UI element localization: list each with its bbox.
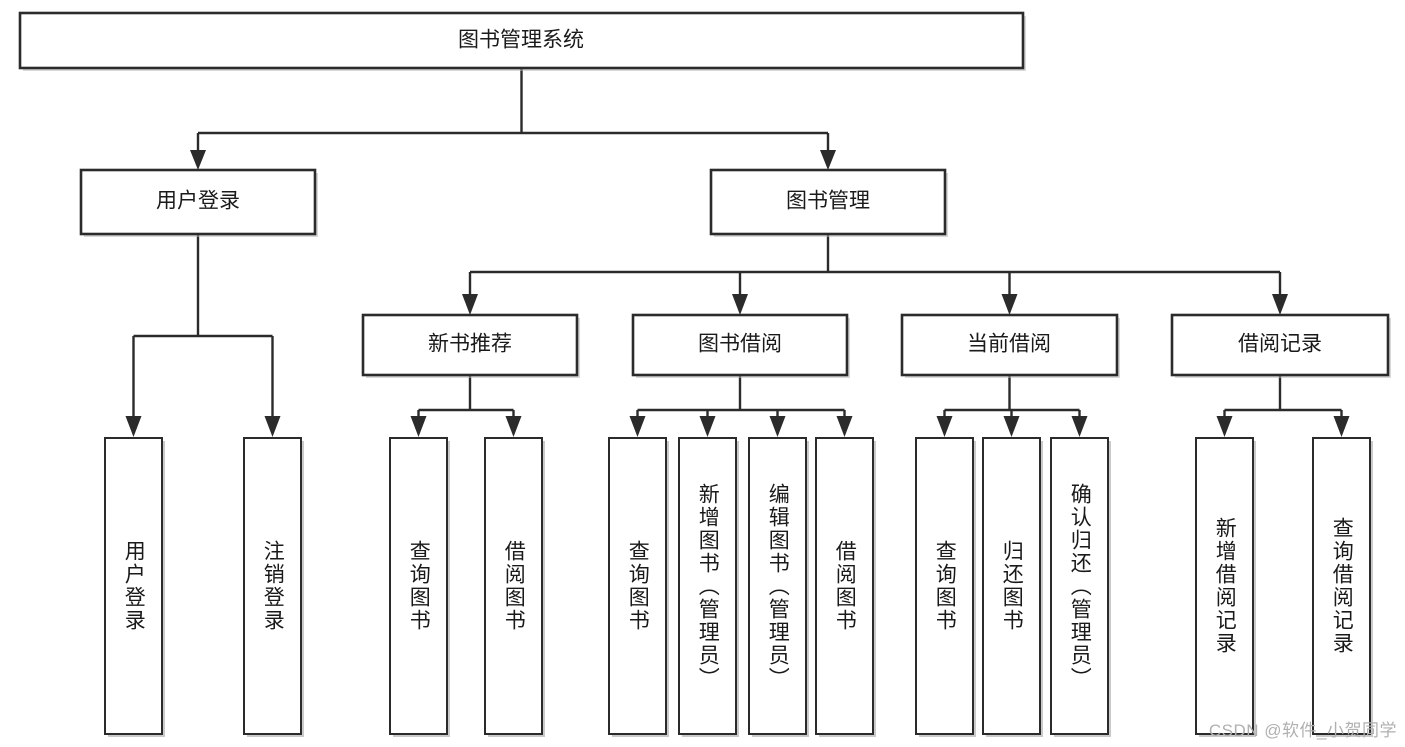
arrow-to-leaf-confirm-return	[1071, 416, 1088, 437]
node-user-login[interactable]: 用户登录	[79, 168, 318, 237]
arrow-to-leaf-edit-book	[769, 416, 786, 437]
node-leaf-confirm-return[interactable]: 确认归还（管理员）	[1050, 437, 1109, 735]
node-book-borrow-rect[interactable]	[631, 313, 849, 377]
node-leaf-borrow-book-1-label: 借阅图书	[502, 540, 526, 632]
arrow-to-new-book-rec	[462, 294, 478, 315]
node-current-borrow[interactable]: 当前借阅	[900, 313, 1120, 378]
node-user-login-label: 用户登录	[156, 190, 240, 213]
node-leaf-confirm-return-label: 确认归还（管理员）	[1068, 482, 1092, 690]
node-leaf-borrow-book-2-label: 借阅图书	[833, 540, 857, 632]
node-leaf-user-logout[interactable]: 注销登录	[243, 437, 302, 735]
node-borrow-record[interactable]: 借阅记录	[1170, 313, 1391, 378]
edge-layer	[125, 68, 1350, 437]
arrow-to-borrow-record	[1272, 294, 1288, 315]
arrow-to-leaf-add-record	[1216, 416, 1233, 437]
node-leaf-query-book-3-label: 查询图书	[933, 540, 957, 632]
arrow-to-leaf-borrow-book-2	[836, 416, 853, 437]
node-user-login-rect[interactable]	[79, 168, 317, 236]
node-borrow-record-label: 借阅记录	[1238, 333, 1322, 356]
arrow-to-leaf-user-login	[125, 416, 142, 437]
node-leaf-borrow-book-1[interactable]: 借阅图书	[484, 437, 543, 735]
node-current-borrow-label: 当前借阅	[967, 333, 1051, 356]
node-leaf-return-book-label: 归还图书	[1000, 540, 1024, 632]
node-leaf-query-book-1[interactable]: 查询图书	[389, 437, 448, 735]
node-book-borrow[interactable]: 图书借阅	[631, 313, 850, 378]
arrow-to-leaf-query-book-1	[410, 416, 427, 437]
arrow-to-user-login	[190, 150, 206, 170]
node-new-book-rec-label: 新书推荐	[428, 333, 512, 356]
node-root-rect[interactable]	[18, 11, 1025, 70]
node-leaf-edit-book[interactable]: 编辑图书（管理员）	[748, 437, 807, 735]
arrow-to-current-borrow	[1001, 294, 1018, 315]
node-leaf-add-record-label: 新增借阅记录	[1213, 517, 1237, 655]
node-new-book-rec-rect[interactable]	[361, 313, 579, 377]
arrow-to-leaf-query-record	[1333, 416, 1350, 437]
node-leaf-query-book-2-label: 查询图书	[626, 540, 650, 632]
arrow-to-book-manage	[820, 150, 836, 170]
arrow-to-leaf-user-logout	[264, 416, 281, 437]
arrow-to-leaf-return-book	[1003, 416, 1020, 437]
arrow-to-leaf-borrow-book-1	[505, 416, 522, 437]
node-root-label: 图书管理系统	[458, 29, 584, 52]
node-current-borrow-rect[interactable]	[900, 313, 1119, 377]
node-leaf-query-book-3[interactable]: 查询图书	[915, 437, 974, 735]
node-leaf-user-login-label: 用户登录	[122, 540, 146, 632]
node-book-manage[interactable]: 图书管理	[709, 168, 948, 237]
node-leaf-edit-book-label: 编辑图书（管理员）	[766, 482, 790, 690]
node-book-manage-rect[interactable]	[709, 168, 947, 236]
node-leaf-query-record-label: 查询借阅记录	[1330, 517, 1354, 655]
node-book-manage-label: 图书管理	[786, 190, 870, 213]
arrow-to-leaf-query-book-2	[629, 416, 646, 437]
arrow-to-leaf-add-book	[699, 416, 716, 437]
node-leaf-borrow-book-2[interactable]: 借阅图书	[815, 437, 874, 735]
node-root[interactable]: 图书管理系统	[18, 11, 1026, 71]
node-leaf-add-book-label: 新增图书（管理员）	[696, 482, 720, 690]
node-leaf-query-book-1-label: 查询图书	[407, 540, 431, 632]
node-leaf-query-book-2[interactable]: 查询图书	[608, 437, 667, 735]
node-borrow-record-rect[interactable]	[1170, 313, 1390, 377]
node-leaf-user-login[interactable]: 用户登录	[104, 437, 163, 735]
node-new-book-rec[interactable]: 新书推荐	[361, 313, 580, 378]
node-book-borrow-label: 图书借阅	[698, 333, 782, 356]
node-leaf-add-book[interactable]: 新增图书（管理员）	[678, 437, 737, 735]
arrow-to-leaf-query-book-3	[936, 416, 953, 437]
node-leaf-return-book[interactable]: 归还图书	[982, 437, 1041, 735]
node-leaf-user-logout-label: 注销登录	[261, 540, 285, 632]
node-leaf-add-record[interactable]: 新增借阅记录	[1195, 437, 1254, 735]
arrow-to-book-borrow	[732, 294, 748, 315]
node-leaf-query-record[interactable]: 查询借阅记录	[1312, 437, 1371, 735]
